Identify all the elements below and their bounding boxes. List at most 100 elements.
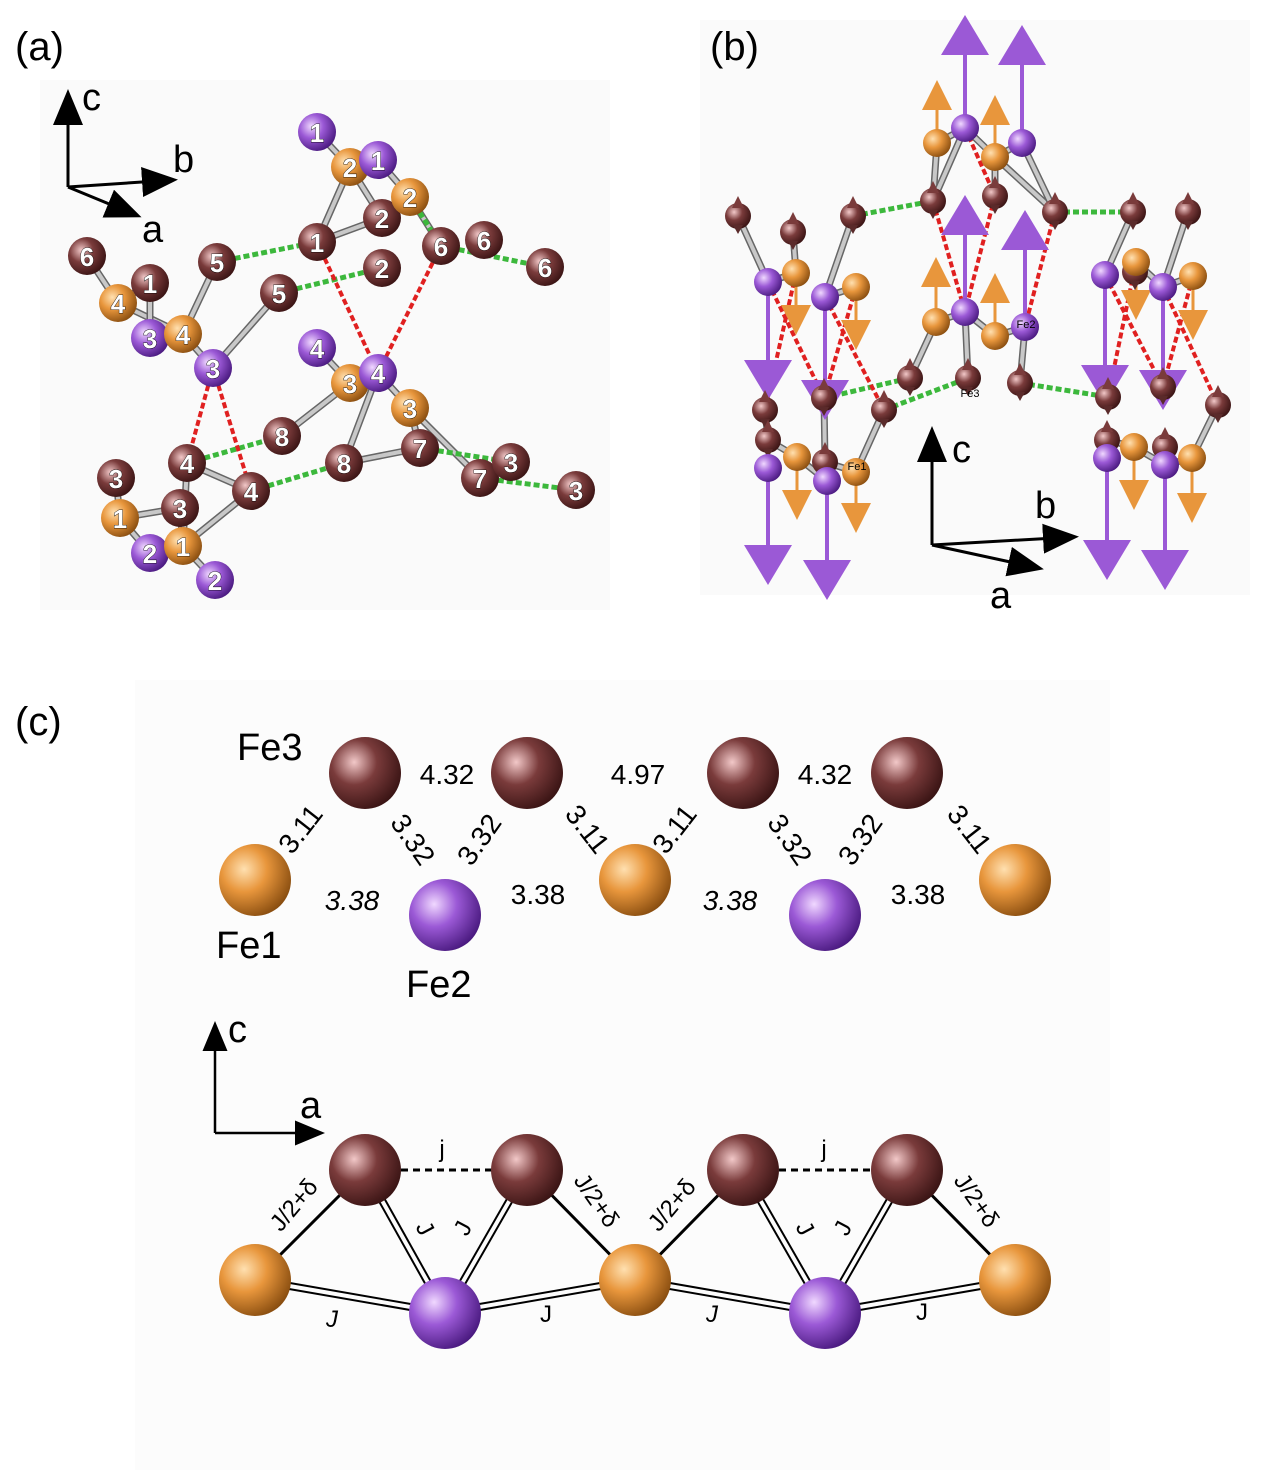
atom-sphere xyxy=(789,1277,861,1349)
spin-cone xyxy=(962,358,974,370)
atom-sphere xyxy=(922,308,950,336)
spin-cone xyxy=(1157,367,1169,379)
atom-sphere xyxy=(465,221,503,259)
panel-c-exchange-chain: c a j j J/2+δ J/2+δ J/2+δ J/2+δ J J J J … xyxy=(202,1009,1051,1349)
atom-sphere xyxy=(164,527,202,565)
atom-index-label: 4 xyxy=(180,449,195,479)
atom-sphere xyxy=(359,141,397,179)
atom-fe3-4: 4 xyxy=(168,444,206,482)
atom-sphere xyxy=(1205,392,1231,418)
spin-cone xyxy=(733,225,743,234)
atom-fe3 xyxy=(1205,385,1231,423)
spin-cone xyxy=(1158,396,1168,405)
spin-cone xyxy=(1014,363,1026,375)
spin-cone xyxy=(847,196,859,208)
species-tag-fe2: Fe2 xyxy=(1017,319,1036,331)
atom-fe3-2: 2 xyxy=(363,199,401,237)
axis-label-c: c xyxy=(82,77,101,119)
atom-index-label: 2 xyxy=(375,254,389,284)
atom-fe3 xyxy=(1120,192,1146,230)
atom-sphere xyxy=(409,879,481,951)
atom-fe1 xyxy=(219,1244,291,1316)
atom-index-label: 4 xyxy=(111,289,126,319)
atom-fe2 xyxy=(951,298,979,326)
atom-sphere xyxy=(813,467,841,495)
atom-fe2 xyxy=(409,879,481,951)
atom-sphere xyxy=(298,223,336,261)
atom-fe3-6: 6 xyxy=(526,248,564,286)
bond-green-dashed xyxy=(250,460,345,494)
atom-fe1-4: 4 xyxy=(164,315,202,353)
atom-fe1 xyxy=(979,1244,1051,1316)
exchange-J-7: J xyxy=(705,1301,719,1328)
distance-chain-atoms xyxy=(219,737,1051,951)
atom-index-label: 6 xyxy=(477,226,491,256)
atom-fe3 xyxy=(1007,363,1033,401)
atom-fe2 xyxy=(951,114,979,142)
atom-fe3-8: 8 xyxy=(325,444,363,482)
atom-fe3 xyxy=(491,1134,563,1206)
atom-sphere xyxy=(754,268,782,296)
spin-cone xyxy=(787,212,799,224)
atom-index-label: 8 xyxy=(337,449,351,479)
distance-fe1-fe2-1: 3.38 xyxy=(325,885,380,916)
atom-fe3 xyxy=(871,737,943,809)
spin-cone xyxy=(1102,377,1114,389)
atom-fe3 xyxy=(840,196,866,234)
atom-sphere xyxy=(491,737,563,809)
bond-red-dashed xyxy=(822,286,858,399)
atom-fe1 xyxy=(1179,262,1207,290)
panel-c-background xyxy=(135,680,1110,1470)
atom-sphere xyxy=(363,199,401,237)
atom-sphere xyxy=(298,329,336,367)
atom-fe1-4: 4 xyxy=(99,284,137,322)
exchange-J-8: J xyxy=(916,1299,928,1326)
atom-sphere xyxy=(842,458,870,486)
atom-sphere xyxy=(1149,273,1177,301)
bond-red-dashed xyxy=(211,367,253,492)
atom-sphere xyxy=(168,444,206,482)
label-fe1: Fe1 xyxy=(216,925,281,967)
spin-cone xyxy=(732,196,744,208)
atom-index-label: 5 xyxy=(210,248,224,278)
atom-fe3 xyxy=(780,212,806,250)
spin-cone xyxy=(1213,414,1223,423)
atom-fe3 xyxy=(329,737,401,809)
atom-fe1 xyxy=(1122,248,1150,276)
atom-index-label: 2 xyxy=(208,566,222,596)
label-fe2: Fe2 xyxy=(406,964,471,1006)
atom-fe1 xyxy=(923,129,951,157)
atom-index-label: 3 xyxy=(504,448,518,478)
atom-fe3-6: 6 xyxy=(465,221,503,259)
atom-sphere xyxy=(1091,261,1119,289)
atom-sphere xyxy=(219,1244,291,1316)
atom-sphere xyxy=(811,385,837,411)
atom-index-label: 3 xyxy=(143,324,157,354)
bond-green-dashed xyxy=(852,198,934,219)
atom-fe3-3: 3 xyxy=(557,471,595,509)
atom-fe2-1: 1 xyxy=(298,113,336,151)
atom-sphere xyxy=(329,737,401,809)
atom-fe2-2: 2 xyxy=(131,534,169,572)
atom-fe1 xyxy=(842,273,870,301)
atom-fe2 xyxy=(754,268,782,296)
spin-cone xyxy=(1101,420,1113,432)
spin-cone xyxy=(819,442,831,454)
atom-fe1 xyxy=(599,844,671,916)
panel-label-c: (c) xyxy=(15,700,62,744)
atom-sphere xyxy=(979,1244,1051,1316)
atom-sphere xyxy=(461,459,499,497)
spin-cone xyxy=(963,387,973,396)
atom-index-label: 2 xyxy=(343,153,357,183)
axis-b-arrow xyxy=(67,167,178,197)
atom-sphere xyxy=(164,315,202,353)
bond-green-dashed xyxy=(479,475,577,493)
atom-sphere xyxy=(359,354,397,392)
atom-fe3-5: 5 xyxy=(260,274,298,312)
bond-red-dashed xyxy=(1106,261,1138,398)
atom-fe3-3: 3 xyxy=(161,489,199,527)
spin-cone xyxy=(1128,221,1138,230)
atom-sphere xyxy=(99,284,137,322)
